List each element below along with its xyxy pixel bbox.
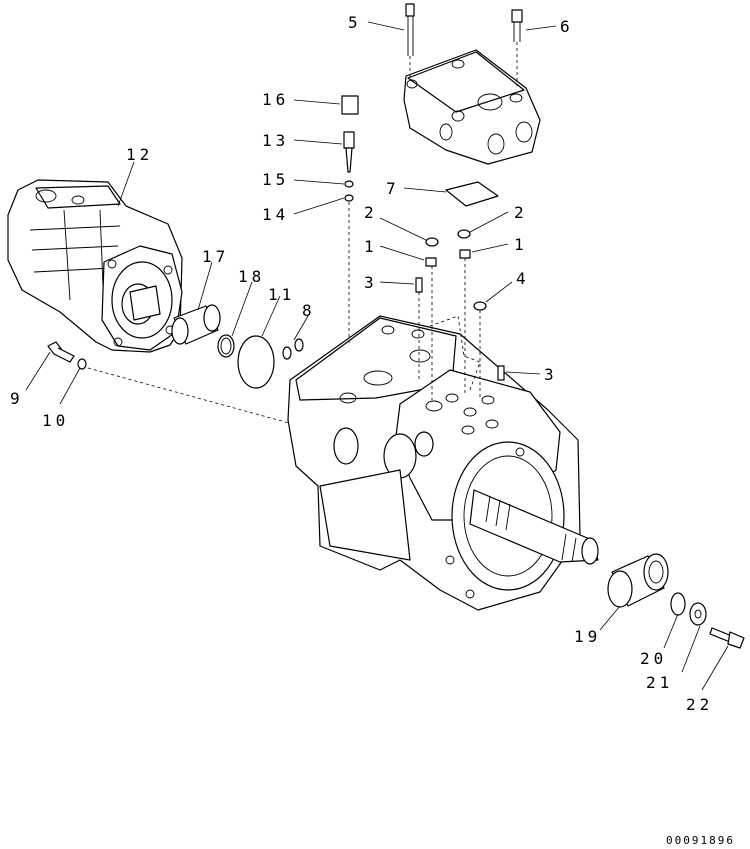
drawing-number: 00091896 bbox=[666, 834, 735, 847]
shaft-bolt bbox=[709, 627, 745, 649]
callout-22: 22 bbox=[686, 695, 713, 714]
gear-pump-assembly bbox=[7, 179, 183, 353]
callout-7: 7 bbox=[386, 179, 400, 198]
cover-bolt-long bbox=[405, 3, 415, 80]
coupling-part bbox=[171, 304, 221, 345]
callout-12: 12 bbox=[126, 145, 153, 164]
callout-11: 11 bbox=[268, 285, 295, 304]
callout-13: 13 bbox=[262, 131, 289, 150]
assembly-line-e bbox=[429, 315, 481, 391]
callout-15: 15 bbox=[262, 170, 289, 189]
callout-1-right: 1 bbox=[514, 235, 528, 254]
cover-bolt-short bbox=[511, 9, 523, 86]
small-o-ring-b bbox=[294, 338, 304, 352]
main-pump-body bbox=[287, 315, 581, 611]
bearing-part bbox=[607, 553, 669, 608]
callout-18: 18 bbox=[238, 267, 265, 286]
callout-3-lower: 3 bbox=[544, 365, 558, 384]
check-valve-a bbox=[425, 257, 437, 267]
callout-5: 5 bbox=[348, 13, 362, 32]
gasket-part bbox=[445, 181, 499, 207]
bolt-and-washer bbox=[47, 341, 87, 370]
pin-a bbox=[415, 277, 423, 293]
valve-cover bbox=[403, 49, 541, 165]
pin-b bbox=[497, 365, 505, 381]
snap-ring-inner bbox=[220, 337, 232, 355]
leader-lines bbox=[25, 21, 729, 691]
small-o-ring-a bbox=[282, 346, 292, 360]
callout-3-upper: 3 bbox=[364, 273, 378, 292]
assembly-line-pump bbox=[87, 367, 301, 427]
shaft-washer-hole bbox=[694, 609, 702, 619]
callout-14: 14 bbox=[262, 205, 289, 224]
small-o-ring bbox=[344, 180, 354, 188]
callout-2-right: 2 bbox=[514, 203, 528, 222]
callout-4: 4 bbox=[516, 269, 530, 288]
callout-8: 8 bbox=[302, 301, 316, 320]
callout-6: 6 bbox=[560, 17, 574, 36]
callout-1-left: 1 bbox=[364, 237, 378, 256]
small-plug bbox=[344, 194, 354, 202]
drive-shaft bbox=[469, 489, 599, 565]
o-ring-part bbox=[237, 335, 275, 389]
callout-19: 19 bbox=[574, 627, 601, 646]
seal-a bbox=[425, 237, 439, 247]
valve-part bbox=[343, 131, 355, 173]
check-valve-b bbox=[459, 249, 471, 259]
seal-b bbox=[457, 229, 471, 239]
shaft-washer bbox=[689, 602, 707, 626]
callout-10: 10 bbox=[42, 411, 69, 430]
shaft-snap-ring bbox=[670, 592, 686, 616]
cap-part bbox=[341, 95, 359, 115]
seal-c bbox=[473, 301, 487, 311]
callout-16: 16 bbox=[262, 90, 289, 109]
callout-21: 21 bbox=[646, 673, 673, 692]
callout-9: 9 bbox=[10, 389, 24, 408]
callout-17: 17 bbox=[202, 247, 229, 266]
callout-20: 20 bbox=[640, 649, 667, 668]
callout-2-left: 2 bbox=[364, 203, 378, 222]
